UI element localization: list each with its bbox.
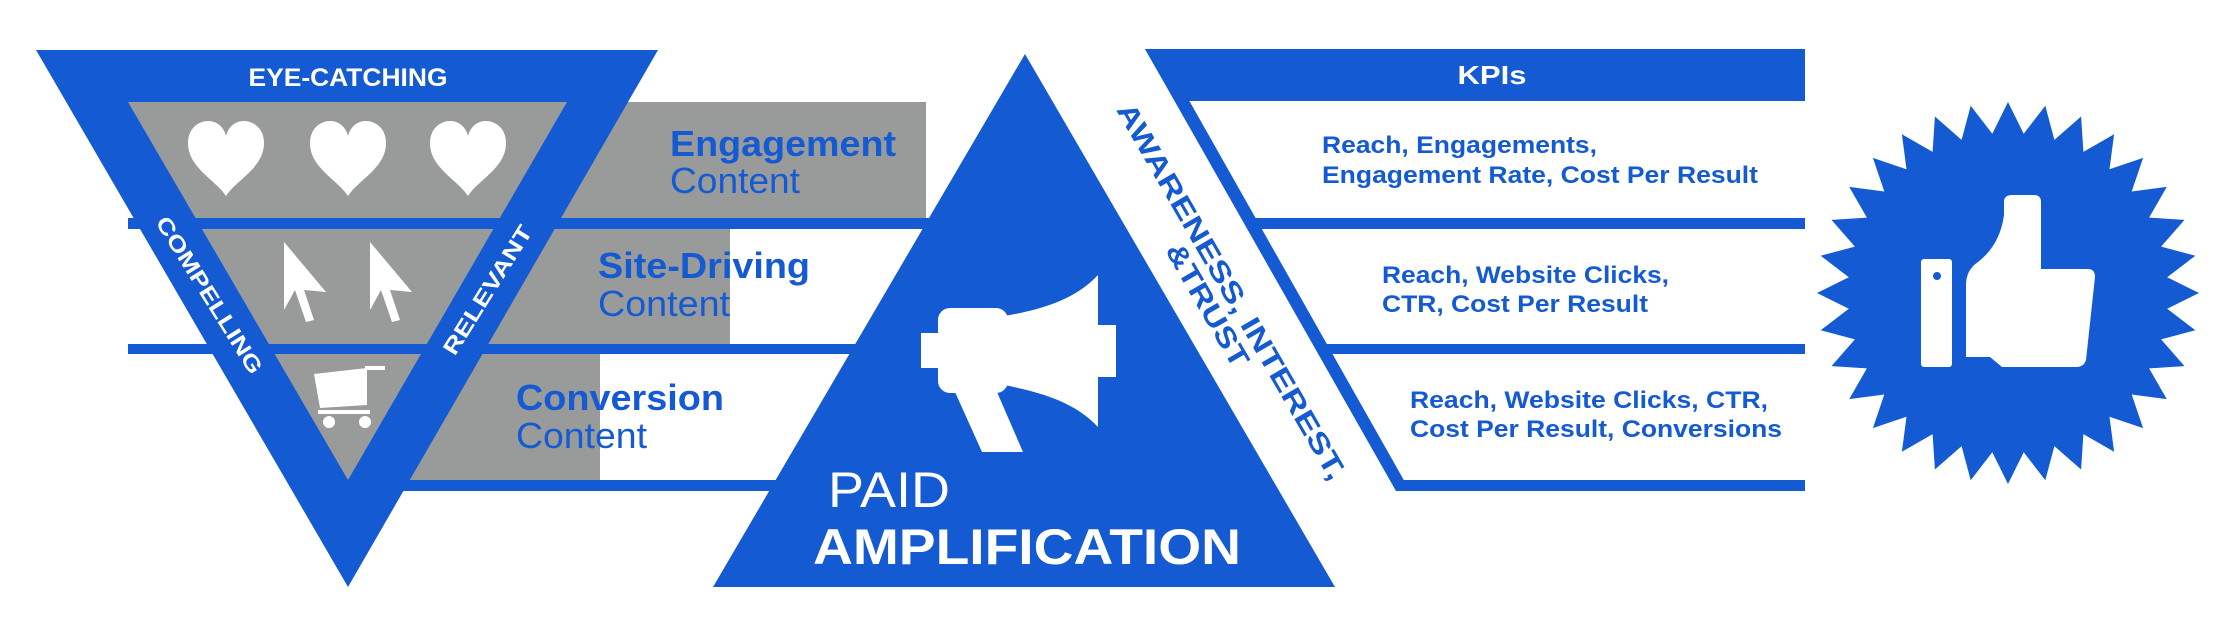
eye-catching-label: EYE-CATCHING xyxy=(249,64,448,92)
row-divider xyxy=(128,344,1028,354)
kpi-row-line: Reach, Website Clicks, xyxy=(1382,262,1669,289)
kpi-row: Reach, Website Clicks, CTR, Cost Per Res… xyxy=(1410,387,1782,443)
kpi-row-line: Reach, Engagements, xyxy=(1322,132,1597,159)
kpi-row-divider xyxy=(1318,344,1805,354)
row-title-site-driving: Site-Driving xyxy=(598,245,810,286)
kpi-row-line: Cost Per Result, Conversions xyxy=(1410,416,1782,443)
row-title-conversion: Conversion xyxy=(516,377,724,418)
shopping-cart-icon xyxy=(314,366,385,428)
row-divider xyxy=(348,480,1028,491)
kpi-row-divider xyxy=(1245,218,1805,229)
kpi-slanted-border xyxy=(1145,49,1410,491)
row-subtitle-conversion: Content xyxy=(516,415,647,456)
row-title-engagement: Engagement xyxy=(670,123,896,164)
heart-icon xyxy=(310,121,386,196)
kpi-row-divider xyxy=(1396,480,1805,491)
kpi-row-line: CTR, Cost Per Result xyxy=(1382,291,1648,318)
funnel-inner xyxy=(128,102,567,480)
thumbs-up-icon xyxy=(1921,195,2095,367)
amplification-label: AMPLIFICATION xyxy=(813,519,1241,575)
kpi-row: Reach, Website Clicks, CTR, Cost Per Res… xyxy=(1382,262,1669,318)
kpi-row-line: Reach, Website Clicks, CTR, xyxy=(1410,387,1768,414)
kpi-row-line: Engagement Rate, Cost Per Result xyxy=(1322,162,1758,189)
row-subtitle-engagement: Content xyxy=(670,160,800,201)
paid-label: PAID xyxy=(828,462,950,518)
row-divider xyxy=(128,218,1028,229)
kpi-header: KPIs xyxy=(1458,60,1527,90)
heart-icon xyxy=(188,121,264,196)
cursor-icon xyxy=(284,242,326,322)
heart-icon xyxy=(430,121,506,196)
kpi-row: Reach, Engagements, Engagement Rate, Cos… xyxy=(1322,132,1758,189)
megaphone-icon xyxy=(921,275,1116,452)
kpi-header-bar xyxy=(1145,49,1805,101)
cursor-icon xyxy=(370,242,412,322)
row-subtitle-site-driving: Content xyxy=(598,283,730,324)
